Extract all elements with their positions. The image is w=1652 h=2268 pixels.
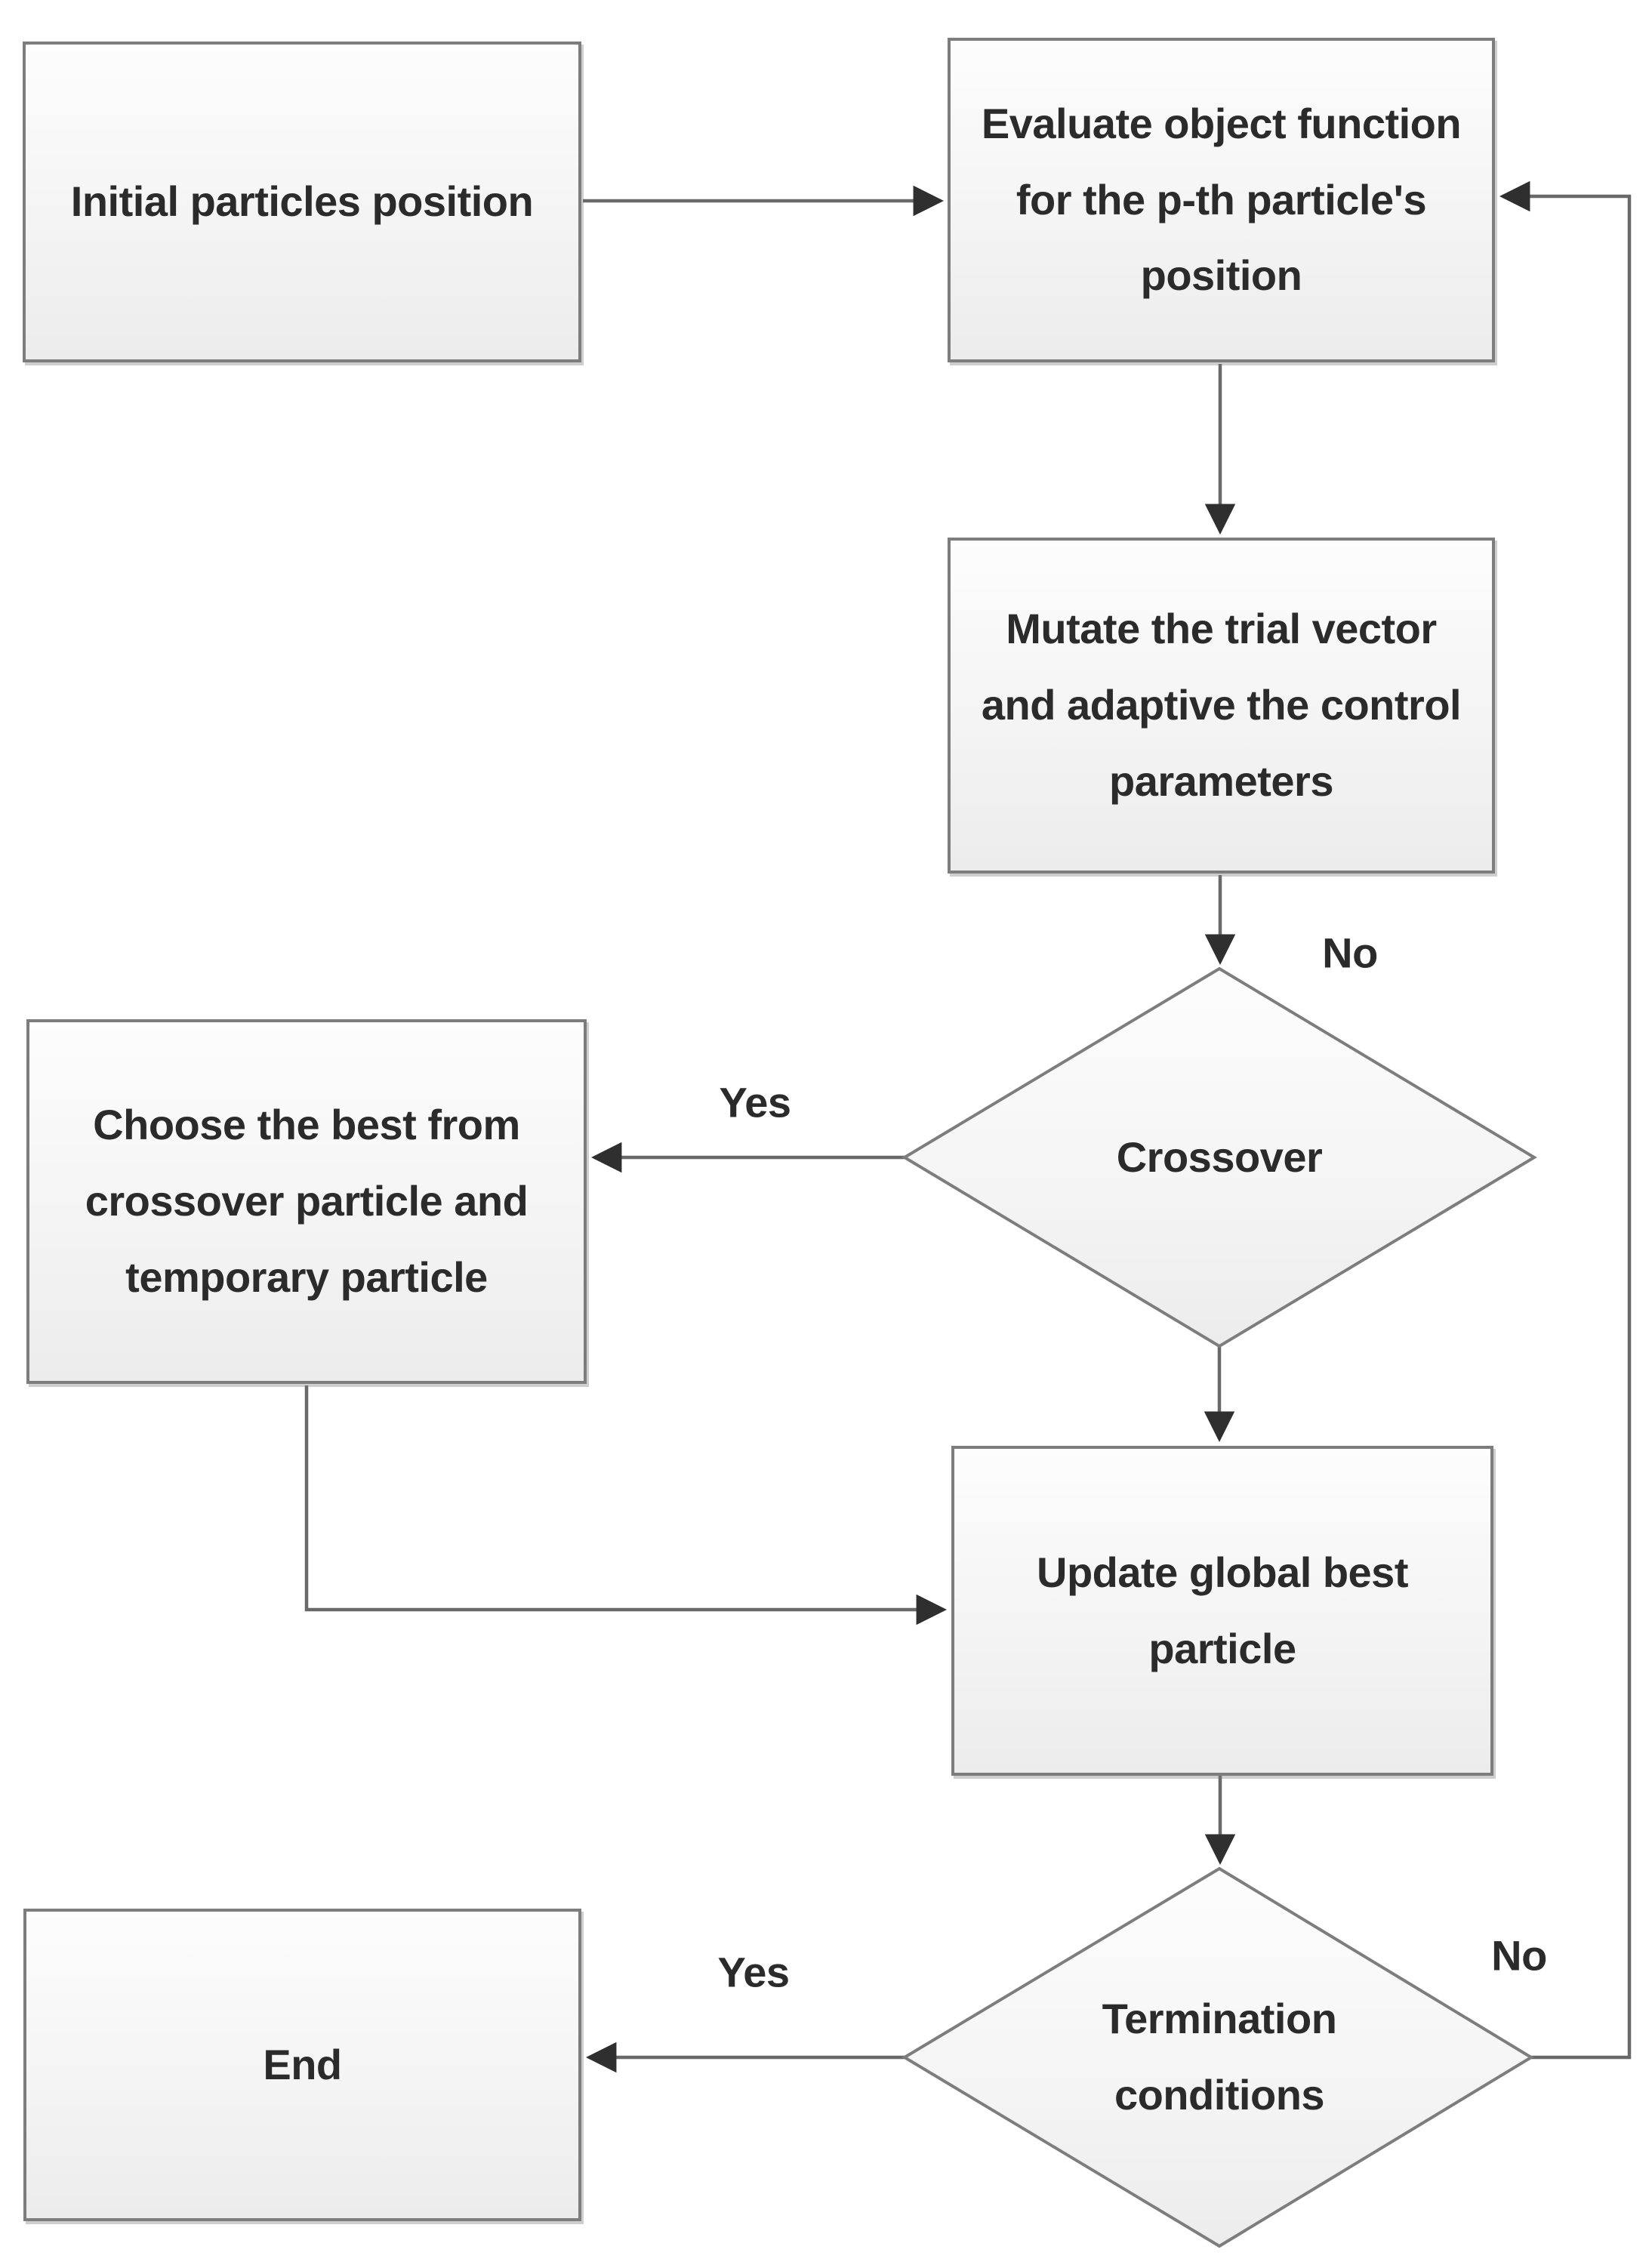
evaluate-object-function-label: Evaluate object function for the p-th pa… <box>981 99 1462 300</box>
mutate-trial-vector-label: Mutate the trial vector and adaptive the… <box>981 605 1462 805</box>
termination-diamond <box>902 1866 1534 2248</box>
crossover-no-label: No <box>1322 929 1378 977</box>
mutate-trial-vector-box: Mutate the trial vector and adaptive the… <box>948 538 1495 874</box>
choose-best-label: Choose the best from crossover particle … <box>85 1101 529 1301</box>
evaluate-object-function-box: Evaluate object function for the p-th pa… <box>948 38 1495 362</box>
update-global-best-box: Update global best particle <box>951 1446 1493 1776</box>
termination-yes-label: Yes <box>717 1948 790 1996</box>
end-label: End <box>263 2040 342 2088</box>
connector-termination-no-to-evaluate <box>1499 180 1632 2060</box>
termination-no-label: No <box>1491 1931 1547 1980</box>
connector-choose-to-update <box>304 1385 948 1626</box>
end-box: End <box>23 1909 581 2221</box>
initial-particles-box: Initial particles position <box>23 42 581 362</box>
crossover-yes-label: Yes <box>719 1078 791 1126</box>
choose-best-box: Choose the best from crossover particle … <box>26 1019 587 1384</box>
initial-particles-label: Initial particles position <box>70 177 534 226</box>
update-global-best-label: Update global best particle <box>1037 1548 1408 1672</box>
crossover-diamond <box>902 966 1537 1348</box>
